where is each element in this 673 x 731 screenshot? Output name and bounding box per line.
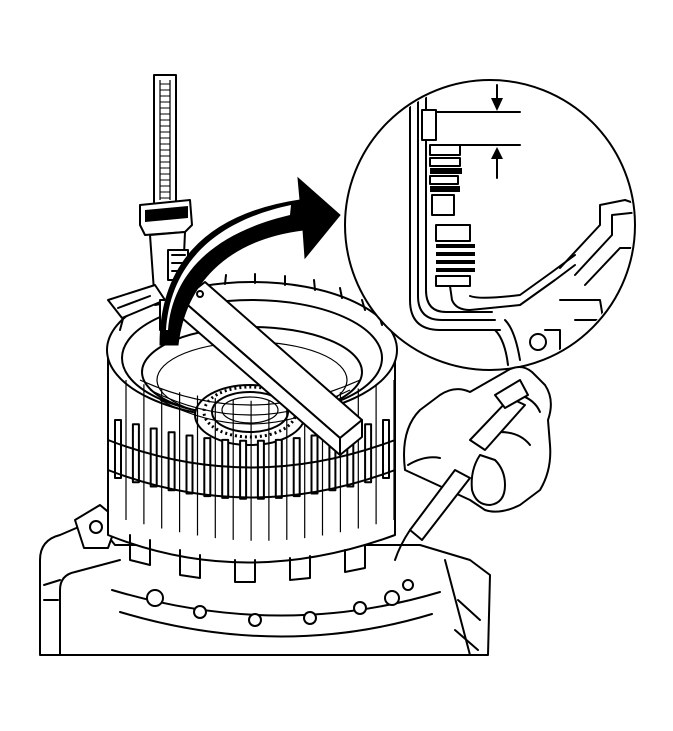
drum-slot [274,438,283,499]
drum-slot [382,419,390,479]
drum-slot [131,423,140,484]
drum-slot [203,437,212,498]
detail-magnifier-icon [344,79,636,371]
drum-slot [149,427,158,488]
gauge-scale-ticks [160,83,170,199]
drum-slot [185,434,194,495]
drum-slot [310,434,319,495]
drum-slot [167,431,176,492]
drum-slot [114,419,122,479]
curved-arrow-icon [159,176,341,346]
drum-slots [114,380,395,541]
hand-icon [394,366,552,561]
drum-slot [221,438,230,499]
drum-slot [256,439,265,500]
drum-slot [292,437,301,498]
drum-slot [364,423,373,484]
case-bolt-holes [146,579,414,627]
drum-slot [239,439,248,500]
dimension-arrows [491,84,503,179]
